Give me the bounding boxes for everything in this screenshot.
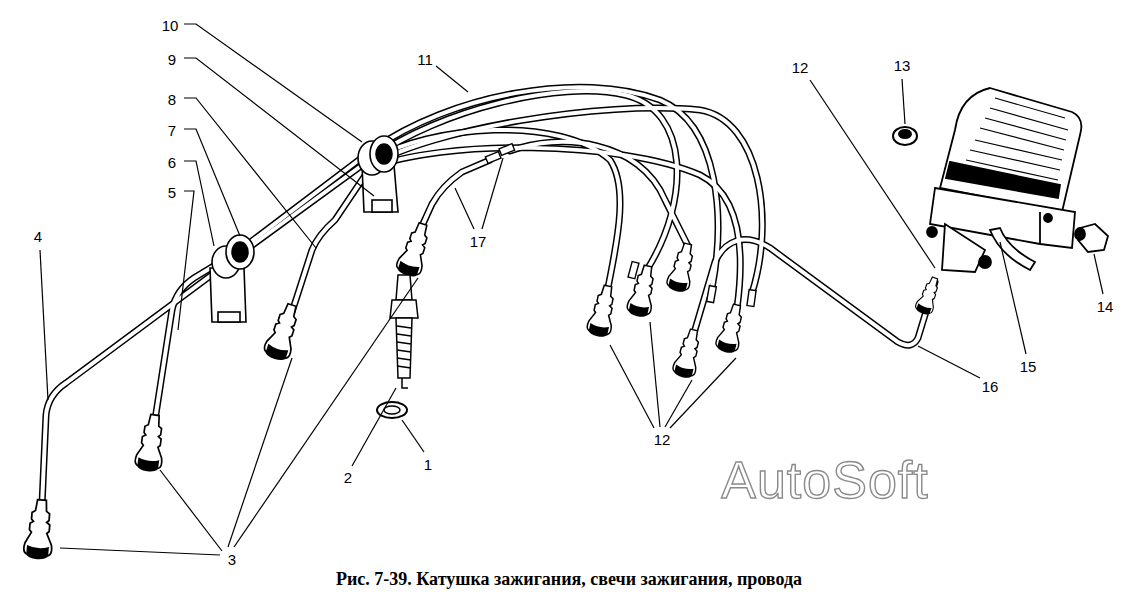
callout-number: 12 (790, 60, 811, 77)
callout-number: 1 (422, 457, 434, 474)
callout-number: 13 (892, 58, 913, 75)
callout-number: 8 (166, 92, 178, 109)
callout-number: 11 (415, 52, 435, 69)
callout-number: 3 (226, 552, 238, 569)
callout-number: 5 (166, 185, 178, 202)
callout-number: 17 (468, 234, 489, 251)
callout-number: 10 (160, 18, 181, 35)
watermark: AutoSoft (719, 452, 930, 509)
callout-number: 12 (652, 432, 673, 449)
callout-number: 7 (166, 123, 178, 140)
figure-caption: Рис. 7-39. Катушка зажигания, свечи зажи… (333, 569, 805, 590)
callout-number: 14 (1095, 299, 1116, 316)
callout-number: 9 (166, 52, 178, 69)
callout-number: 4 (32, 229, 44, 246)
callout-number: 2 (342, 470, 354, 487)
callout-number: 6 (166, 155, 178, 172)
callout-number: 15 (1018, 359, 1039, 376)
callout-number: 16 (980, 379, 1001, 396)
